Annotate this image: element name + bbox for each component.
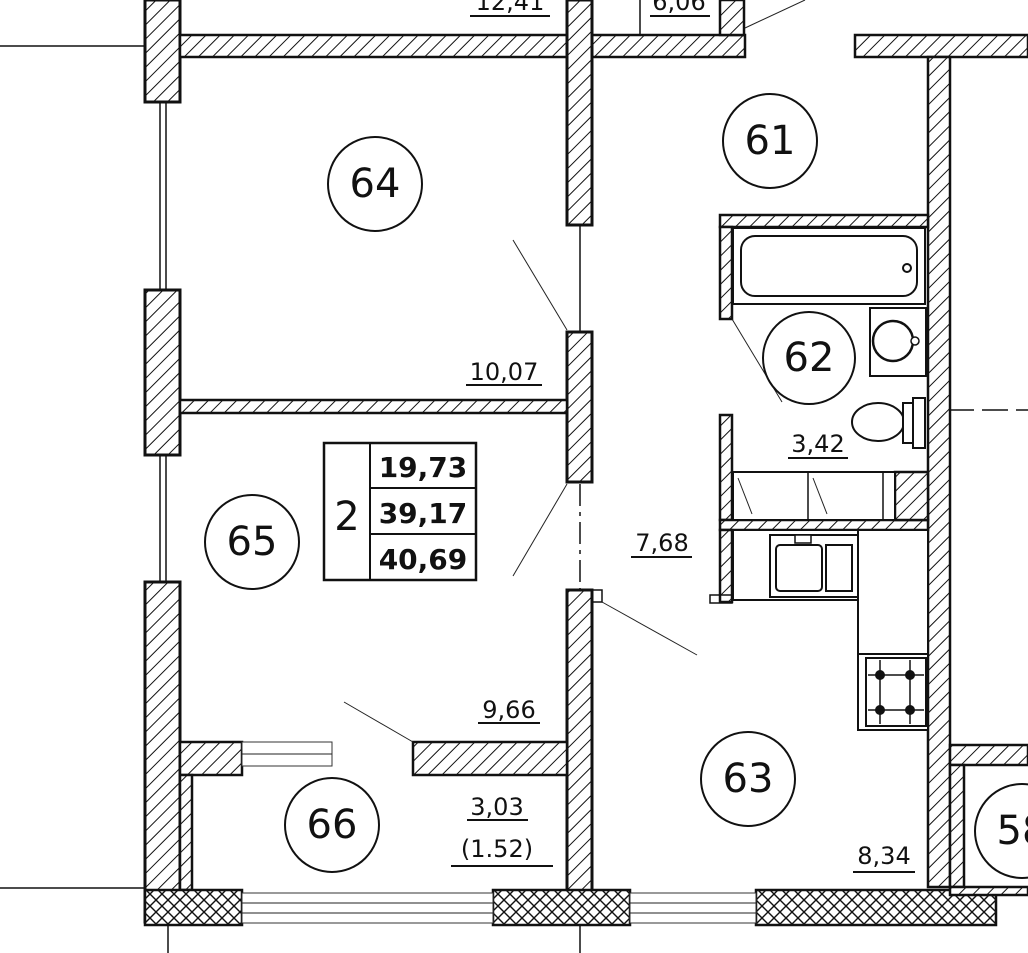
door-leaders [343,239,783,743]
summary-total-with-balcony: 40,69 [379,543,468,576]
partition-64-65 [178,398,569,415]
room-61-number: 61 [745,118,796,164]
washbasin-icon [869,307,927,377]
partial-area-top-left: 12,41 [476,0,545,16]
stove-icon [865,657,927,727]
summary-total-area: 39,17 [379,497,468,530]
room-62-area: 3,42 [791,430,844,458]
windows [241,741,757,924]
room-63-area: 7,68 [635,529,688,557]
room-65-label: 65 [204,494,300,590]
room-66-area: 3,03 [470,793,523,821]
room-63-label: 63 [700,731,796,827]
room-58-label: 58 [974,783,1028,879]
room-64-number: 64 [350,161,401,207]
area-labels: 10,07 9,66 3,03 (1.52) 3,42 7,68 8,34 12… [451,0,915,873]
room-58-number: 58 [997,808,1028,854]
kitchen-sink-icon [732,529,861,601]
room-62-label: 62 [762,311,856,405]
left-exterior-wall [143,0,182,924]
room-64-area: 10,07 [470,358,539,386]
summary-rooms-count: 2 [334,494,359,540]
balcony-walls [178,740,569,892]
summary-living-area: 19,73 [379,451,468,484]
central-wall [565,0,603,914]
room-66-area-reduced: (1.52) [461,835,533,863]
room-66-label: 66 [284,777,380,873]
room-65-number: 65 [227,519,278,565]
partial-area-top-right: 6,06 [652,0,705,16]
right-walls [926,55,1028,889]
apartment-summary-box: 2 19,73 39,17 40,69 [322,441,478,582]
room-62-number: 62 [784,335,835,381]
bathroom-walls [709,213,930,604]
room-63-number: 63 [723,756,774,802]
room-61-label: 61 [722,93,818,189]
bathtub-icon [732,227,926,305]
room-65-area: 9,66 [482,696,535,724]
storage-shelves [732,471,896,521]
top-walls [178,0,1028,59]
room-64-label: 64 [327,136,423,232]
room-63-area-2: 8,34 [857,842,910,870]
toilet-icon [851,397,926,449]
room-66-number: 66 [307,802,358,848]
